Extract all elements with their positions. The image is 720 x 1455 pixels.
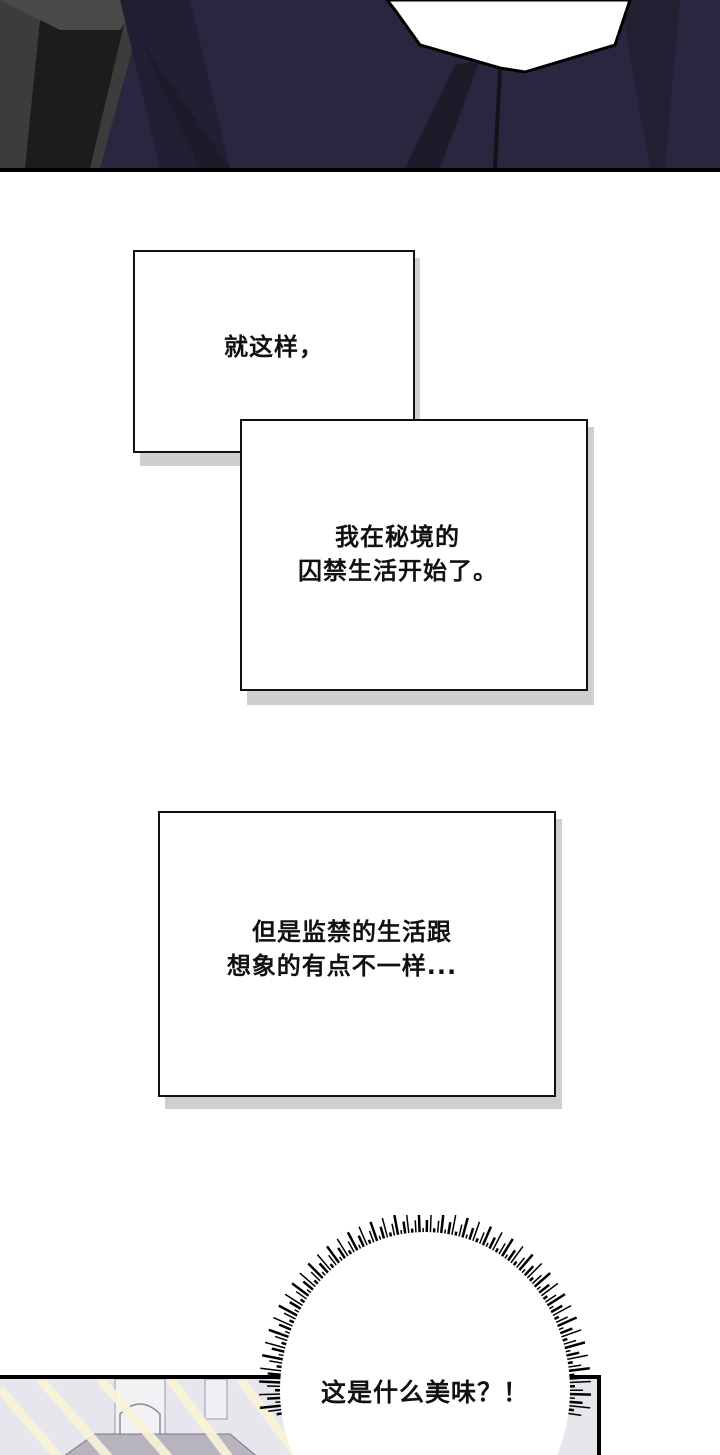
caption-line: 囚禁生活开始了。 xyxy=(290,554,540,588)
clothing-illustration xyxy=(0,0,720,168)
caption-text-3: 但是监禁的生活跟 想象的有点不一样... xyxy=(158,915,556,983)
caption-line: 但是监禁的生活跟 xyxy=(158,915,556,949)
caption-box-join xyxy=(242,421,413,451)
caption-text-2: 我在秘境的 囚禁生活开始了。 xyxy=(290,520,540,588)
speech-text: 这是什么美味？！ xyxy=(300,1373,550,1409)
caption-line: 我在秘境的 xyxy=(290,520,540,554)
caption-line: 想象的有点不一样... xyxy=(158,949,556,983)
caption-text-1: 就这样， xyxy=(224,330,324,364)
speech-burst-bubble xyxy=(230,1215,620,1455)
top-panel-artwork xyxy=(0,0,720,172)
